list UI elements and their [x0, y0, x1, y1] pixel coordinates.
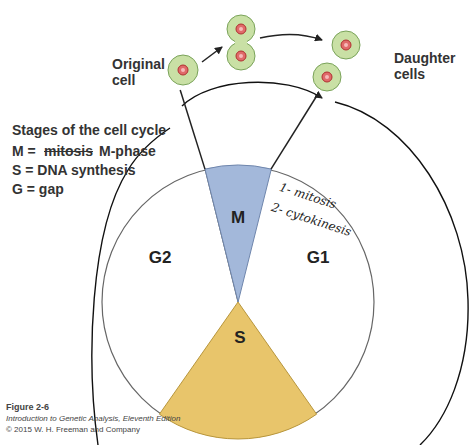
connector-line	[180, 90, 205, 169]
connector-line	[271, 94, 318, 169]
nucleolus	[344, 43, 348, 47]
cell-body	[313, 63, 341, 91]
s-wedge	[159, 302, 316, 439]
nucleus	[178, 65, 188, 75]
cell-label: Original cell	[112, 56, 172, 88]
cell-node: Daughter cells	[310, 28, 460, 94]
node-outline	[159, 302, 317, 439]
nucleus	[322, 72, 332, 82]
nucleolus	[239, 27, 243, 31]
node-outline	[205, 165, 271, 302]
phase-wedge: S	[159, 302, 317, 439]
cycle-circle	[102, 166, 374, 438]
key-entry: S = DNA synthesis	[12, 162, 136, 178]
struck-text: mitosis	[44, 143, 93, 159]
nucleus	[236, 51, 246, 61]
division-arrow	[202, 47, 222, 62]
cell-node: Original cell	[110, 54, 200, 90]
key-entry: M =	[12, 143, 36, 159]
phase-label: G1	[307, 248, 330, 268]
phase-label: S	[234, 328, 245, 348]
caption-source: Introduction to Genetic Analysis, Eleven…	[6, 414, 180, 423]
caption-copyright: © 2015 W. H. Freeman and Company	[6, 425, 140, 434]
nucleolus	[239, 54, 243, 58]
m-wedge	[205, 165, 271, 302]
division-arrow	[260, 34, 322, 40]
nucleus	[341, 40, 351, 50]
cell-neck	[235, 36, 247, 50]
cell-body	[332, 31, 360, 59]
phase-label: M	[231, 208, 245, 228]
nucleolus	[181, 68, 185, 72]
nucleolus	[325, 75, 329, 79]
figure-caption: Figure 2-6	[6, 402, 49, 412]
handwritten-arrow	[182, 82, 322, 106]
dividing-cell	[227, 15, 255, 70]
phase-wedge: M	[205, 165, 271, 302]
phase-label: G2	[149, 248, 172, 268]
cell-label: Daughter cells	[394, 50, 460, 82]
handwritten-correction: M-phase	[99, 143, 156, 159]
nucleus	[236, 24, 246, 34]
key-entry: G = gap	[12, 181, 64, 197]
key-heading: Stages of the cell cycle	[12, 122, 166, 138]
cell-body	[168, 55, 198, 85]
